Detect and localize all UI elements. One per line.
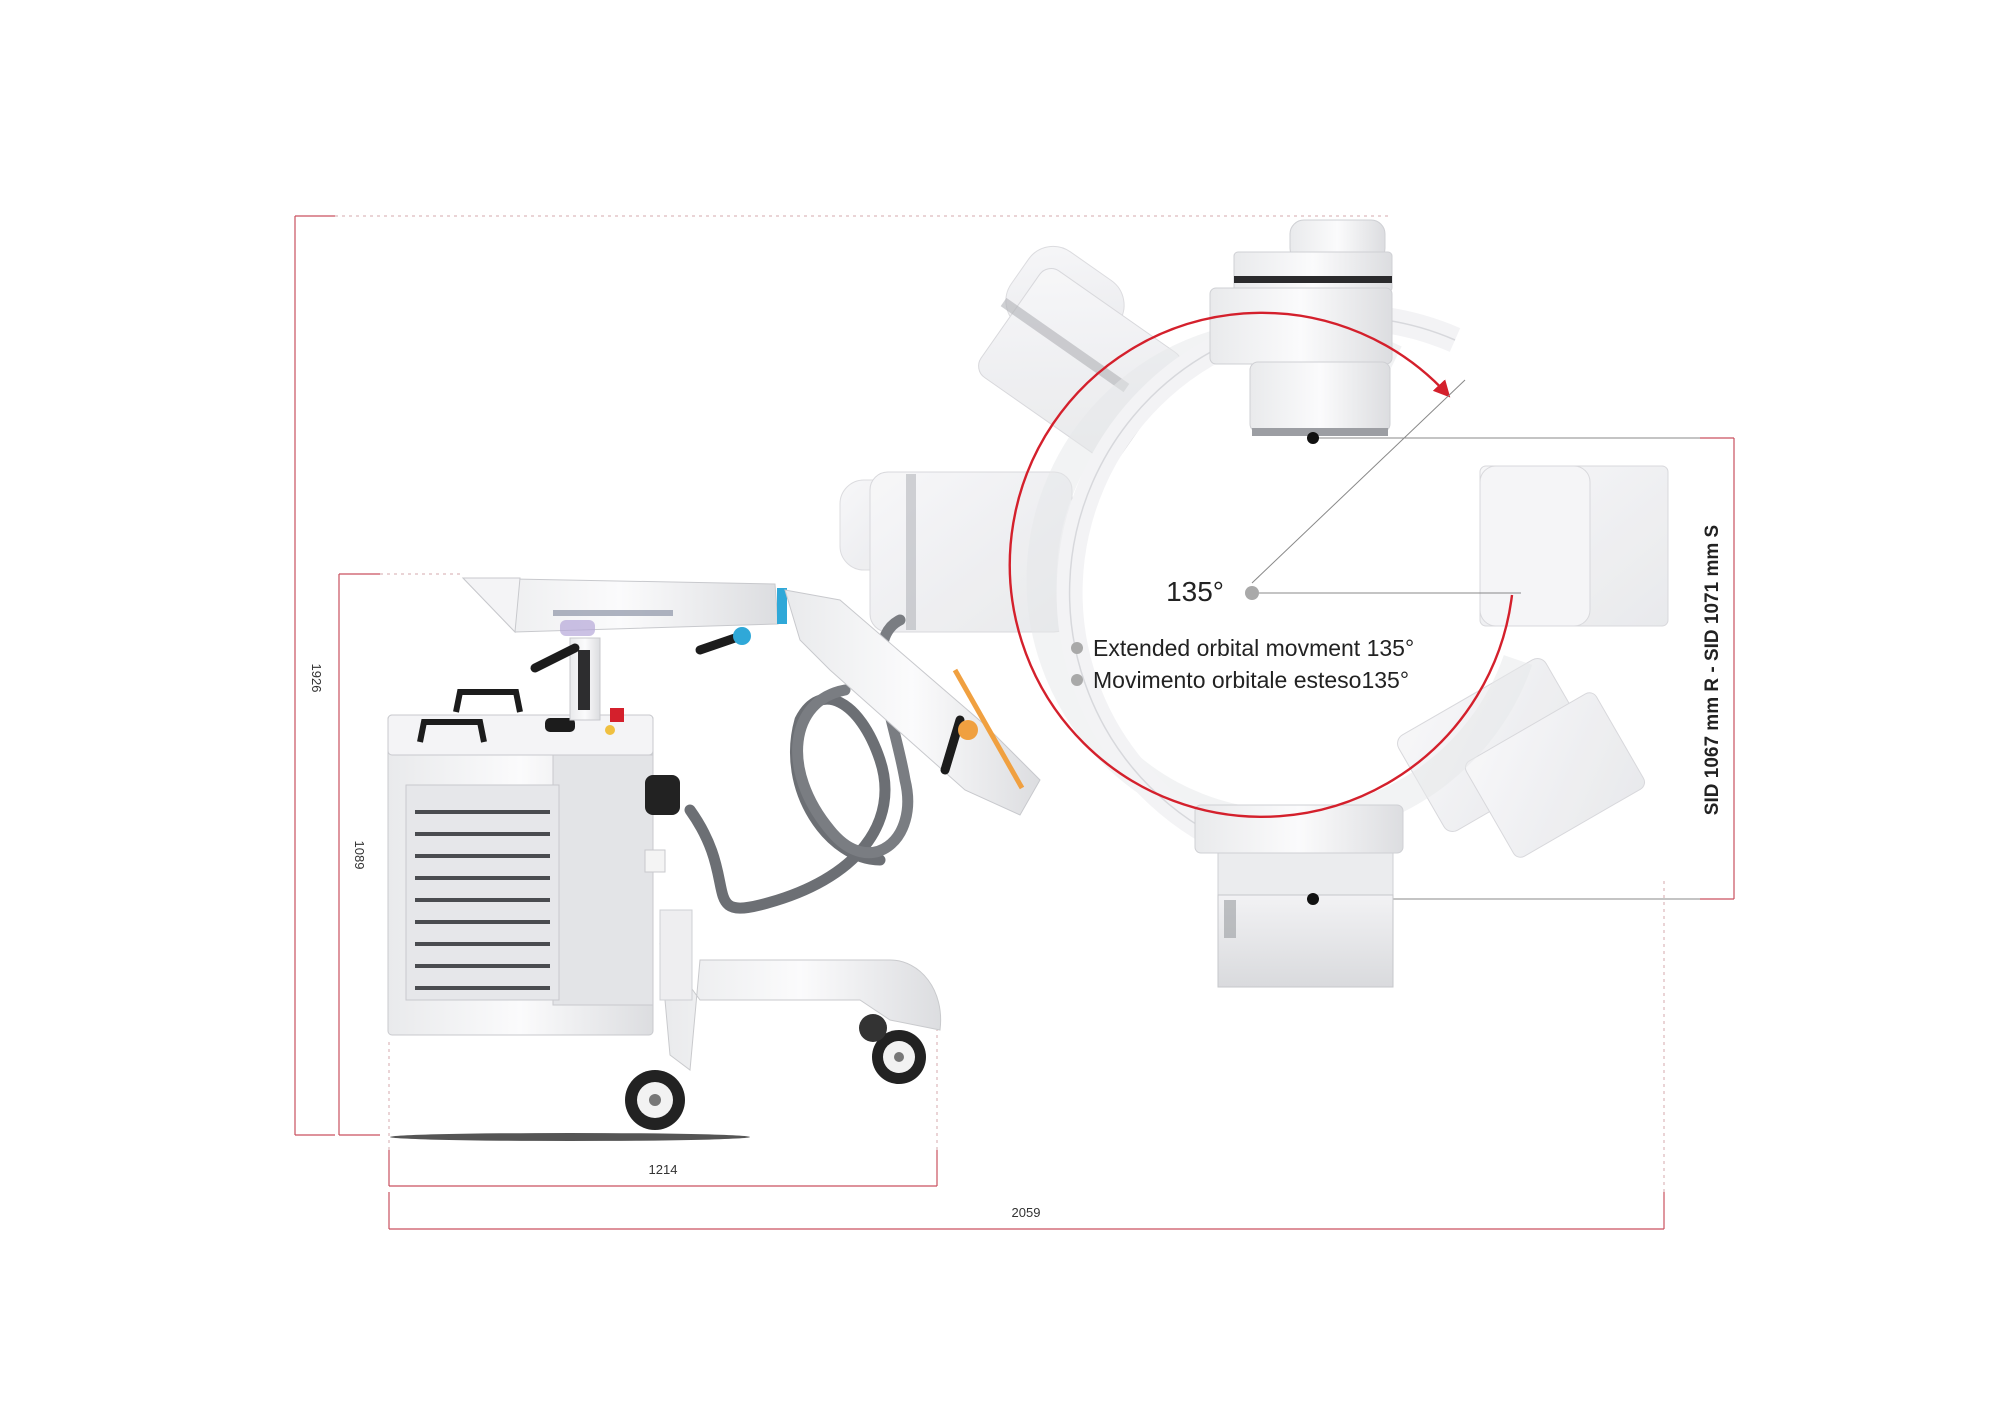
cart-length-label: 1214 — [649, 1162, 678, 1177]
x-ray-tube-head — [1209, 219, 1393, 436]
overall-length-dimension: 2059 — [388, 880, 1665, 1230]
overall-height-label: 1926 — [309, 664, 324, 693]
tube-focal-dot — [1307, 432, 1319, 444]
ghost-head-right-lower — [1397, 658, 1646, 858]
detector-dot — [1307, 893, 1319, 905]
overall-height-dimension: 1926 — [294, 215, 1390, 1136]
dimension-lines: 1926 1089 1214 2059 — [294, 215, 1735, 1230]
wheel — [859, 1014, 887, 1042]
cart-handle — [417, 719, 487, 743]
angle-indicator: 135° — [1166, 379, 1521, 905]
ghost-positions — [839, 245, 1669, 858]
sid-dimension: SID 1067 mm R - SID 1071 mm S — [1313, 437, 1735, 900]
sid-label: SID 1067 mm R - SID 1071 mm S — [1702, 525, 1723, 815]
mobile-cart — [387, 577, 1041, 1141]
cart-length-dimension: 1214 — [388, 1030, 938, 1187]
overall-length-label: 2059 — [1012, 1205, 1041, 1220]
feature-bullet — [1071, 674, 1083, 686]
feature-list: Extended orbital movment 135° Movimento … — [1071, 635, 1414, 693]
emergency-button — [610, 708, 624, 722]
arm-blue-ring — [777, 588, 787, 624]
feature-item-it: Movimento orbitale esteso135° — [1093, 667, 1409, 693]
feature-item-en: Extended orbital movment 135° — [1093, 635, 1414, 661]
cart-handle — [453, 689, 523, 713]
feature-bullet — [1071, 642, 1083, 654]
cart-height-label: 1089 — [352, 841, 367, 870]
angle-label: 135° — [1166, 576, 1224, 607]
cart-height-dimension: 1089 — [338, 573, 462, 1136]
orbital-rotation-arc — [1008, 311, 1514, 819]
c-arm-assembly — [1056, 219, 1461, 988]
ghost-head-left — [839, 471, 1073, 633]
vent-panel — [405, 784, 560, 1001]
ghost-head-right-upper — [1479, 465, 1669, 627]
image-detector — [1194, 804, 1404, 988]
wheel — [872, 1030, 926, 1084]
wheel — [625, 1070, 685, 1130]
